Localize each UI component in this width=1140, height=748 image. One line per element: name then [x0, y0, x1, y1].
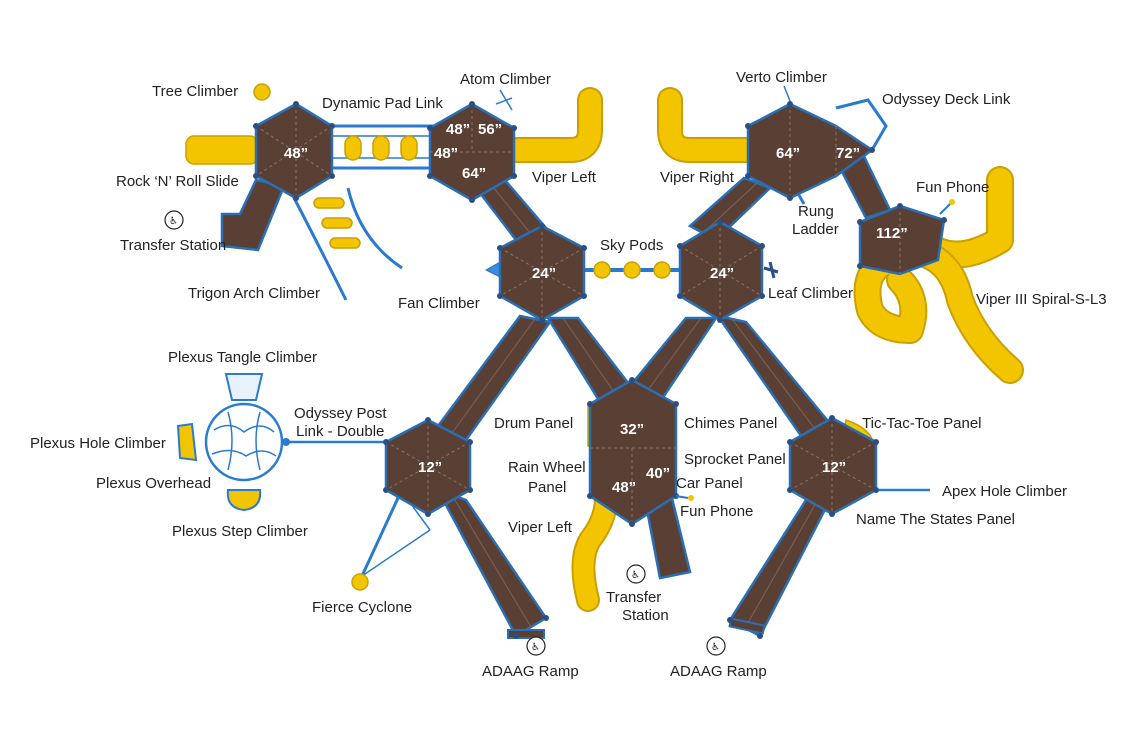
deck-height-atom-c: 48” [434, 145, 458, 162]
label-adaag-ramp-left: ADAAG Ramp [482, 663, 579, 680]
posts [253, 101, 947, 639]
label-fierce-cyclone: Fierce Cyclone [312, 599, 412, 616]
label-transfer-1: Transfer [606, 589, 661, 606]
label-odyssey-deck-link: Odyssey Deck Link [882, 91, 1011, 108]
plexus-hole-climber [176, 422, 198, 462]
component-labels: Tree Climber Dynamic Pad Link Atom Climb… [30, 69, 1107, 680]
plexus-overhead-ring [204, 402, 284, 482]
wheelchair-icon: ♿ [164, 210, 184, 230]
deck-height-right-low: 12” [822, 459, 846, 476]
label-viper-left-mid: Viper Left [508, 519, 573, 536]
label-dynamic-pad-link: Dynamic Pad Link [322, 95, 443, 112]
label-adaag-ramp-right: ADAAG Ramp [670, 663, 767, 680]
deck-height-tr-b: 72” [836, 145, 860, 162]
label-fan-climber: Fan Climber [398, 295, 480, 312]
deck-height-sky-right: 24” [710, 265, 734, 282]
deck-height-center-right: 40” [646, 465, 670, 482]
phone-icon [939, 199, 955, 215]
label-rock-n-roll-slide: Rock ‘N’ Roll Slide [116, 173, 239, 190]
wheelchair-icon: ♿ [706, 636, 726, 656]
fierce-cyclone [351, 497, 431, 591]
sky-pods [582, 261, 684, 279]
rock-n-roll-slide [185, 135, 259, 165]
leaf-climber [763, 261, 779, 279]
tree-climber [253, 83, 271, 101]
label-chimes-panel: Chimes Panel [684, 415, 777, 432]
label-ladder: Ladder [792, 221, 839, 238]
plexus-tangle-climber [224, 373, 264, 401]
label-tic-tac-toe-panel: Tic-Tac-Toe Panel [862, 415, 982, 432]
label-car-panel: Car Panel [676, 475, 743, 492]
label-plexus-hole-climber: Plexus Hole Climber [30, 435, 166, 452]
label-rain-wheel-2: Panel [528, 479, 566, 496]
label-sky-pods: Sky Pods [600, 237, 663, 254]
plexus-cluster [176, 373, 290, 512]
ramp-left-low-to-adaag [435, 487, 548, 638]
label-atom-climber: Atom Climber [460, 71, 551, 88]
label-fun-phone-top: Fun Phone [916, 179, 989, 196]
trigon-arch-climber [290, 187, 403, 301]
label-rain-wheel-1: Rain Wheel [508, 459, 586, 476]
label-drum-panel: Drum Panel [494, 415, 573, 432]
label-odyssey-post-2: Link - Double [296, 423, 384, 440]
deck-height-tl: 48” [284, 145, 308, 162]
deck-height-center-top: 32” [620, 421, 644, 438]
deck-height-atom-a: 48” [446, 121, 470, 138]
deck-height-tr-a: 64” [776, 145, 800, 162]
deck-heights: 48” 48” 56” 48” 64” 64” 72” 112” 24” 24”… [284, 121, 908, 496]
label-fun-phone-mid: Fun Phone [680, 503, 753, 520]
odyssey-deck-link [835, 98, 888, 151]
svg-text:♿: ♿ [711, 642, 720, 653]
deck-64-72-top-right [746, 102, 875, 200]
deck-height-spiral: 112” [876, 225, 908, 242]
label-transfer-2: Station [622, 607, 669, 624]
label-leaf-climber: Leaf Climber [768, 285, 853, 302]
svg-text:♿: ♿ [169, 216, 178, 227]
label-tree-climber: Tree Climber [152, 83, 238, 100]
deck-height-atom-d: 64” [462, 165, 486, 182]
label-odyssey-post-1: Odyssey Post [294, 405, 387, 422]
label-sprocket-panel: Sprocket Panel [684, 451, 786, 468]
label-name-the-states-panel: Name The States Panel [856, 511, 1015, 528]
phone-icon [675, 495, 694, 501]
label-plexus-step-climber: Plexus Step Climber [172, 523, 308, 540]
deck-center-composite [588, 378, 678, 526]
label-viper-spiral: Viper III Spiral-S-L3 [976, 291, 1107, 308]
svg-text:♿: ♿ [531, 642, 540, 653]
label-plexus-overhead: Plexus Overhead [96, 475, 211, 492]
svg-text:♿: ♿ [631, 570, 640, 581]
deck-height-center-bottom: 48” [612, 479, 636, 496]
atom-climber-icon [495, 89, 513, 111]
label-viper-right: Viper Right [660, 169, 735, 186]
label-viper-left-top: Viper Left [532, 169, 597, 186]
deck-height-left-low: 12” [418, 459, 442, 476]
wheelchair-icon: ♿ [626, 564, 646, 584]
deck-height-sky-left: 24” [532, 265, 556, 282]
label-apex-hole-climber: Apex Hole Climber [942, 483, 1067, 500]
deck-height-atom-b: 56” [478, 121, 502, 138]
label-verto-climber: Verto Climber [736, 69, 827, 86]
label-rung: Rung [798, 203, 834, 220]
plexus-step-climber [226, 489, 262, 512]
ramp-cap-left [507, 629, 545, 639]
label-plexus-tangle-climber: Plexus Tangle Climber [168, 349, 317, 366]
label-transfer-station-left: Transfer Station [120, 237, 226, 254]
dynamic-pad-link [328, 124, 436, 170]
deck-grid [255, 104, 901, 514]
label-trigon-arch-climber: Trigon Arch Climber [188, 285, 320, 302]
transfer-steps-left [220, 178, 286, 252]
wheelchair-icon: ♿ [526, 636, 546, 656]
